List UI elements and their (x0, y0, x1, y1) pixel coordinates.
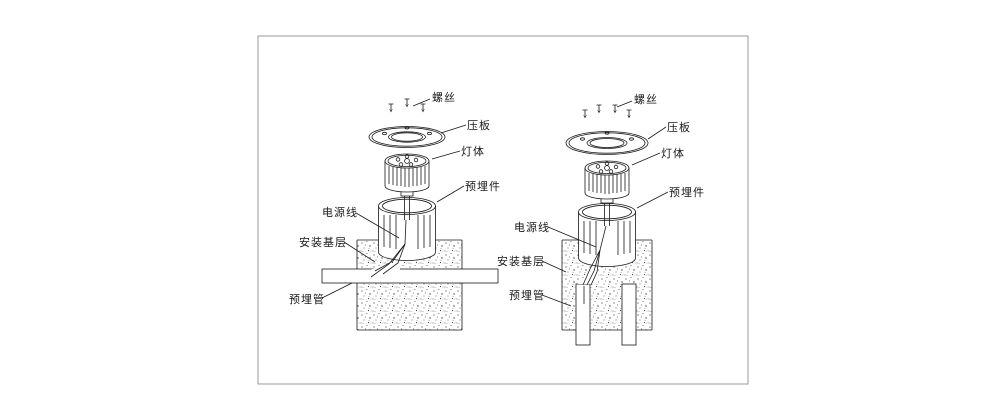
right-view: 螺丝 压板 灯体 预埋件 电源线 安装基层 预埋管 (497, 93, 705, 346)
leader-embedded-conduit (541, 294, 572, 307)
leader-press-plate (647, 126, 667, 140)
leader-power-cable (355, 212, 400, 239)
right-power-cable (582, 225, 607, 304)
leader-screws (412, 98, 431, 107)
left-view: 螺丝 压板 灯体 预埋件 电源线 安装基层 预埋管 (289, 91, 501, 331)
right-labels: 螺丝 压板 灯体 预埋件 电源线 安装基层 预埋管 (497, 93, 705, 302)
left-leader-lines (321, 98, 467, 299)
left-label-power-cable: 电源线 (322, 205, 358, 219)
leader-screws (616, 100, 633, 108)
right-leader-lines (541, 100, 669, 307)
right-label-power-cable: 电源线 (514, 220, 550, 234)
leader-lamp-body (631, 152, 661, 166)
right-label-press-plate: 压板 (667, 120, 691, 134)
left-led-array (395, 154, 419, 167)
left-label-embedded-part: 预埋件 (465, 180, 501, 193)
leader-embedded-part (636, 191, 669, 209)
right-embedded-conduits (575, 283, 637, 346)
right-embedded-part (578, 203, 636, 267)
leader-power-cable (547, 226, 597, 248)
right-label-embedded-conduit: 预埋管 (509, 288, 545, 302)
leader-lamp-body (431, 150, 461, 160)
left-label-press-plate: 压板 (467, 118, 491, 132)
leader-press-plate (440, 124, 467, 134)
left-label-lamp-body: 灯体 (461, 144, 485, 158)
left-label-embedded-conduit: 预埋管 (289, 292, 325, 306)
left-label-screws: 螺丝 (432, 91, 456, 104)
right-press-plate (565, 131, 649, 155)
right-conduit-right-pipe (621, 283, 637, 346)
leader-embedded-conduit (321, 282, 353, 299)
left-screws (388, 98, 426, 113)
left-labels: 螺丝 压板 灯体 预埋件 电源线 安装基层 预埋管 (289, 91, 501, 306)
right-conduit-left-pipe (575, 283, 591, 346)
right-screws (582, 104, 632, 119)
right-lamp-body (584, 160, 630, 200)
diagram-border (257, 35, 749, 385)
leader-mounting-base (343, 241, 376, 263)
left-power-cable (370, 219, 407, 278)
right-led-array (595, 161, 619, 174)
leader-embedded-part (436, 185, 465, 203)
right-label-screws: 螺丝 (634, 93, 658, 106)
left-press-plate (368, 126, 446, 148)
right-label-lamp-body: 灯体 (661, 146, 685, 160)
right-label-mounting-base: 安装基层 (497, 254, 545, 268)
right-label-embedded-part: 预埋件 (669, 186, 705, 199)
left-embedded-conduit (321, 268, 499, 284)
left-label-mounting-base: 安装基层 (299, 235, 347, 249)
leader-mounting-base (541, 260, 567, 273)
left-embedded-part (378, 197, 436, 261)
left-lamp-body (384, 153, 430, 193)
